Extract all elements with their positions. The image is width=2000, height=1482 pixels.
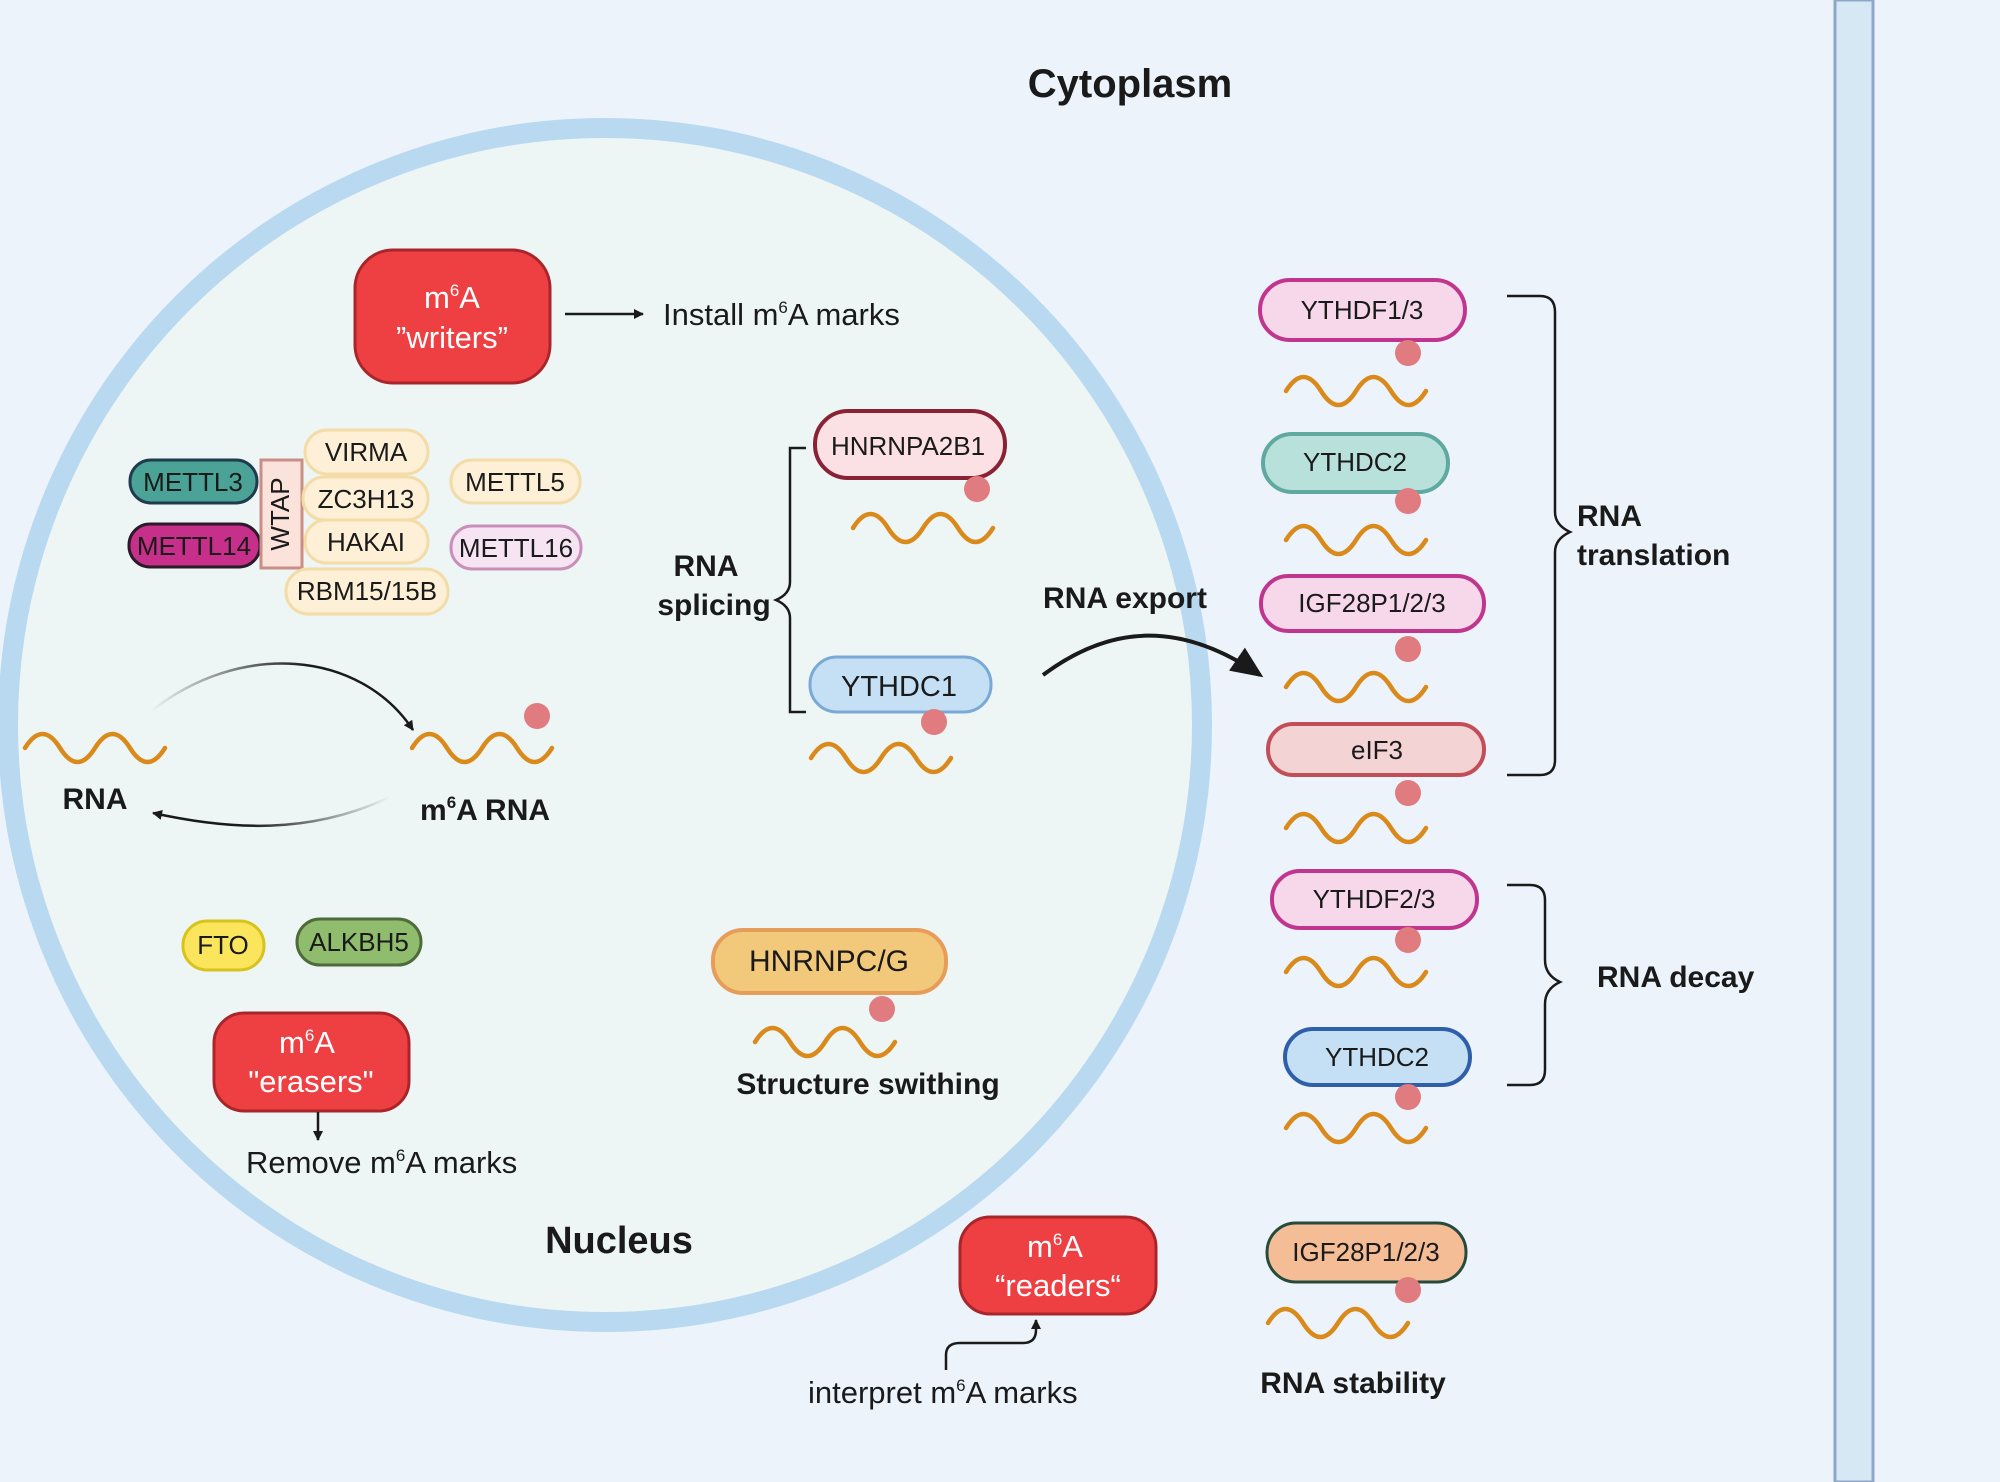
- readers-role: “readers“: [995, 1268, 1121, 1303]
- writers-note: Install m6A marks: [663, 297, 900, 332]
- readers-note: interpret m6A marks: [808, 1375, 1078, 1410]
- igf2bp-stability-pill: [1265, 1221, 1468, 1284]
- svg-text:ALKBH5: ALKBH5: [309, 927, 409, 957]
- eif3-dot: [1395, 780, 1421, 806]
- translation-brace: [1507, 294, 1573, 777]
- export-arrow: [1041, 633, 1264, 678]
- svg-text:YTHDC2: YTHDC2: [1325, 1042, 1429, 1072]
- svg-text:IGF28P1/2/3: IGF28P1/2/3: [1298, 588, 1445, 618]
- hnrnpa2b1-dot: [964, 476, 990, 502]
- svg-text:IGF28P1/2/3: IGF28P1/2/3: [1292, 1237, 1439, 1267]
- svg-text:m6A: m6A: [424, 280, 480, 315]
- rna-label: RNA: [63, 783, 128, 816]
- eif3-pill: [1266, 722, 1486, 777]
- svg-text:METTL16: METTL16: [459, 533, 573, 563]
- stability-label: RNA stability: [1260, 1367, 1446, 1400]
- splicing-brace: [772, 446, 806, 714]
- ythdf23-dot: [1395, 927, 1421, 953]
- igf2bp-translation-wave: [1286, 673, 1426, 701]
- mettl3-pill: [128, 458, 259, 505]
- erasers-note: Remove m6A marks: [246, 1145, 517, 1180]
- svg-text:METTL5: METTL5: [465, 467, 565, 497]
- svg-text:METTL3: METTL3: [143, 467, 243, 497]
- decay-brace: [1507, 883, 1563, 1087]
- svg-text:HNRNPA2B1: HNRNPA2B1: [831, 431, 985, 461]
- ythdf23-wave: [1286, 958, 1426, 986]
- ythdc2-translation-pill: [1261, 432, 1450, 494]
- nucleus-label: Nucleus: [545, 1220, 693, 1262]
- ythdc1-pill: [808, 655, 993, 714]
- ythdc2-decay-wave: [1286, 1114, 1426, 1142]
- m6a-dot: [524, 703, 550, 729]
- export-label: RNA export: [1043, 582, 1207, 615]
- demethylation-arrow: [152, 795, 391, 828]
- splicing-label-1: RNA: [674, 550, 739, 583]
- nucleus: [0, 118, 1212, 1332]
- svg-text:VIRMA: VIRMA: [325, 437, 408, 467]
- cell-membrane: [1833, 0, 1875, 1482]
- rbm15-pill: [284, 567, 450, 616]
- eif3-wave: [1286, 814, 1426, 842]
- svg-text:FTO: FTO: [197, 930, 249, 960]
- readers-box: m6A “readers“: [958, 1215, 1158, 1316]
- svg-text:METTL14: METTL14: [137, 531, 251, 561]
- structure-label: Structure swithing: [736, 1068, 999, 1101]
- ythdc1-dot: [921, 709, 947, 735]
- ythdc2-decay-dot: [1395, 1084, 1421, 1110]
- writer-complex: METTL3 METTL14 WTAP VIRMA ZC3H13 HAKAI R…: [127, 428, 583, 616]
- ythdc2-translation-dot: [1395, 488, 1421, 514]
- virma-pill: [303, 428, 430, 476]
- erasers-box: m6A "erasers": [212, 1011, 411, 1113]
- hnrnpc-pill: [711, 928, 948, 995]
- igf2bp-stability-dot: [1395, 1277, 1421, 1303]
- writers-role: ”writers”: [396, 320, 508, 355]
- svg-text:WTAP: WTAP: [265, 477, 295, 550]
- igf2bp-translation-pill: [1259, 574, 1486, 633]
- m6a-rna-label: m6A RNA: [420, 793, 550, 827]
- svg-text:ZC3H13: ZC3H13: [318, 484, 415, 514]
- ythdc2-translation-wave: [1286, 526, 1426, 554]
- cytoplasm-label: Cytoplasm: [1028, 62, 1233, 106]
- ythdf23-pill: [1270, 869, 1479, 930]
- methylation-arrow: [149, 662, 415, 731]
- writers-box: m6A ”writers”: [353, 248, 552, 385]
- translation-label-1: RNA: [1577, 500, 1642, 533]
- translation-label-2: translation: [1577, 539, 1730, 572]
- ythdc2-decay-pill: [1283, 1027, 1472, 1087]
- wtap-box: [259, 458, 304, 570]
- igf2bp-stability-wave: [1268, 1309, 1408, 1337]
- svg-text:RBM15/15B: RBM15/15B: [297, 576, 437, 606]
- svg-text:YTHDC2: YTHDC2: [1303, 447, 1407, 477]
- hnrnpa2b1-pill: [813, 409, 1007, 480]
- hakai-pill: [303, 518, 430, 565]
- ythdf13-pill: [1258, 278, 1467, 342]
- erasers-role: "erasers": [248, 1064, 373, 1099]
- splicing-label-2: splicing: [657, 589, 770, 622]
- ythdf13-wave: [1286, 377, 1426, 405]
- svg-text:HNRNPC/G: HNRNPC/G: [749, 945, 909, 978]
- svg-text:eIF3: eIF3: [1351, 735, 1403, 765]
- igf2bp-translation-dot: [1395, 636, 1421, 662]
- svg-text:YTHDF1/3: YTHDF1/3: [1301, 295, 1424, 325]
- svg-text:HAKAI: HAKAI: [327, 527, 405, 557]
- svg-text:m6A: m6A: [1027, 1229, 1083, 1264]
- fto-pill: [181, 919, 266, 972]
- decay-label: RNA decay: [1597, 961, 1755, 994]
- readers-arrow: [944, 1319, 1041, 1370]
- svg-text:YTHDF2/3: YTHDF2/3: [1313, 884, 1436, 914]
- hnrnpc-dot: [869, 996, 895, 1022]
- ythdf13-dot: [1395, 340, 1421, 366]
- mettl5-pill: [449, 458, 582, 505]
- svg-text:YTHDC1: YTHDC1: [841, 671, 957, 703]
- alkbh5-pill: [295, 917, 423, 967]
- svg-text:m6A: m6A: [279, 1025, 335, 1060]
- mettl16-pill: [449, 524, 583, 571]
